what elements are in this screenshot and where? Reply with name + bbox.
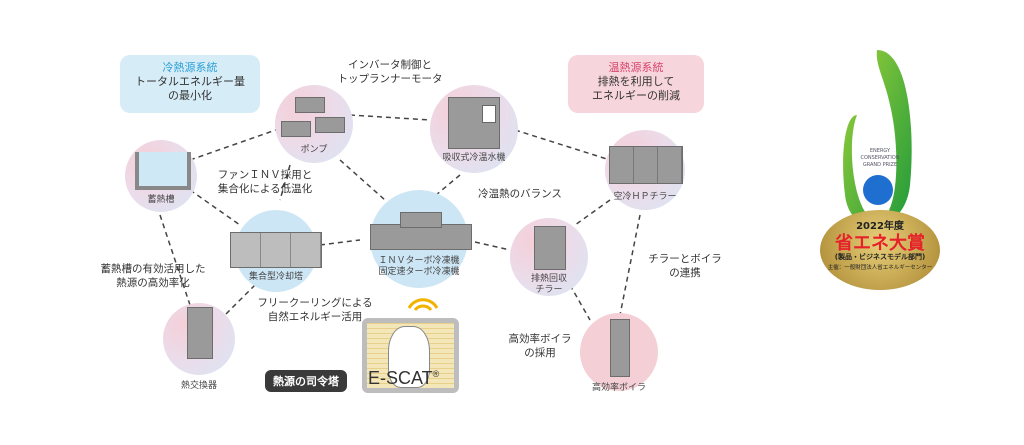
- node-pump: ポンプ: [275, 85, 353, 163]
- annotation-boiler-line1: 高効率ボイラ: [508, 333, 572, 345]
- node-boiler: 高効率ボイラ: [580, 313, 658, 393]
- boiler-icon: [610, 319, 630, 377]
- annotation-chiller-boiler: チラーとボイラ の連携: [640, 252, 730, 280]
- node-heat-recovery-label-1: 排熱回収: [530, 274, 567, 284]
- escat-panel: E-SCAT®: [362, 318, 459, 393]
- heat-recovery-chiller-icon: [534, 226, 566, 270]
- turbo-compressor-icon: [400, 212, 442, 228]
- annotation-chiller-boiler-line2: の連携: [669, 267, 701, 279]
- award-category: (製品・ビジネスモデル部門): [834, 253, 926, 261]
- pump-icon: [281, 121, 311, 137]
- escat-cat-mascot: [388, 326, 430, 388]
- link-storage-hx: [159, 214, 191, 306]
- annotation-chiller-boiler-line1: チラーとボイラ: [648, 253, 722, 265]
- cold-system-title: 冷熱源系統: [162, 61, 218, 74]
- node-cooling-tower: 集合型冷却塔: [230, 210, 322, 292]
- command-center-label: 熱源の司令塔: [265, 370, 347, 392]
- award-flame-icon: [843, 50, 912, 226]
- escat-product-name: E-SCAT®: [368, 368, 439, 389]
- registered-mark: ®: [432, 369, 440, 379]
- node-heat-recovery-label-2: チラー: [535, 285, 563, 295]
- annotation-inverter-line1: インバータ制御と: [348, 59, 432, 71]
- link-pump-absorption: [349, 114, 431, 121]
- annotation-freecool-line1: フリークーリングによる: [257, 297, 373, 309]
- annotation-storage: 蓄熱槽の有効活用した 熱源の高効率化: [88, 262, 218, 290]
- annotation-freecool-line2: 自然エネルギー活用: [267, 311, 363, 323]
- node-storage-tank-label: 蓄熱槽: [147, 195, 175, 205]
- cold-system-box: 冷熱源系統 トータルエネルギー量 の最小化: [120, 55, 260, 113]
- hot-system-line2: エネルギーの削減: [592, 89, 680, 102]
- pump-icon: [295, 97, 325, 113]
- pump-icon: [315, 117, 345, 133]
- node-heat-exchanger: 熱交換器: [163, 303, 235, 391]
- link-absorption-turbo: [429, 174, 461, 201]
- node-turbo-chiller: ＩＮＶターボ冷凍機 固定速ターボ冷凍機: [370, 190, 472, 288]
- link-tower-turbo: [319, 239, 361, 246]
- award-logo-text-1: ENERGY: [869, 148, 891, 154]
- annotation-freecool: フリークーリングによる 自然エネルギー活用: [250, 296, 380, 324]
- cold-system-line1: トータルエネルギー量: [135, 75, 245, 88]
- annotation-fan-line2: 集合化による低温化: [217, 183, 313, 195]
- award-title: 省エネ大賞: [835, 233, 925, 254]
- award-host: 主催：一般財団法人省エネルギーセンター: [827, 265, 933, 271]
- link-airhp-boiler: [619, 214, 641, 316]
- node-absorption-label: 吸収式冷温水機: [442, 153, 506, 163]
- award-year: 2022年度: [856, 221, 904, 232]
- link-pump-turbo: [339, 159, 386, 201]
- annotation-inverter-line2: トップランナーモータ: [337, 73, 443, 85]
- link-absorption-airhp: [514, 129, 611, 161]
- air-hp-chiller-icon: [609, 146, 683, 184]
- absorption-panel: [482, 105, 496, 123]
- node-boiler-label: 高効率ボイラ: [591, 383, 646, 393]
- escat-name: E-SCAT: [368, 368, 433, 388]
- storage-tank-icon: [135, 152, 191, 190]
- node-heat-recovery-chiller: 排熱回収 チラー: [510, 218, 588, 296]
- node-pump-label: ポンプ: [300, 145, 328, 155]
- link-airhp-heatrec: [574, 199, 611, 226]
- hot-system-line1: 排熱を利用して: [597, 75, 675, 88]
- award-medal: [820, 210, 940, 290]
- cooling-tower-icon: [230, 232, 322, 268]
- annotation-fan-line1: ファンＩＮＶ採用と: [217, 169, 313, 181]
- award-logo-text: ENERGY CONSERVATION GRAND PRIZE: [840, 148, 920, 169]
- link-tower-hx: [224, 284, 256, 316]
- heat-exchanger-icon: [187, 307, 213, 359]
- hot-system-title: 温熱源系統: [608, 61, 664, 74]
- node-turbo-label-2: 固定速ターボ冷凍機: [378, 267, 460, 277]
- wifi-signal-icon: [407, 298, 439, 312]
- node-heat-exchanger-label: 熱交換器: [180, 381, 217, 391]
- node-storage-tank: 蓄熱槽: [125, 140, 197, 212]
- annotation-storage-line1: 蓄熱槽の有効活用した: [100, 263, 206, 275]
- node-turbo-label-1: ＩＮＶターボ冷凍機: [378, 256, 460, 266]
- award-logo: ENERGY CONSERVATION GRAND PRIZE 2022年度 省…: [815, 45, 945, 300]
- annotation-boiler: 高効率ボイラ の採用: [500, 332, 580, 360]
- link-pump-tower: [279, 164, 291, 201]
- link-storage-tower: [189, 189, 241, 226]
- annotation-fan: ファンＩＮＶ採用と 集合化による低温化: [210, 168, 320, 196]
- node-absorption: 吸収式冷温水機: [430, 85, 518, 173]
- annotation-boiler-line2: の採用: [524, 347, 556, 359]
- node-air-hp-chiller-label: 空冷ＨＰチラー: [613, 192, 677, 202]
- cold-system-line2: の最小化: [168, 89, 212, 102]
- annotation-balance: 冷温熱のバランス: [470, 187, 570, 201]
- link-turbo-heatrec: [474, 241, 511, 251]
- annotation-storage-line2: 熱源の高効率化: [116, 277, 190, 289]
- node-air-hp-chiller: 空冷ＨＰチラー: [605, 130, 685, 210]
- annotation-inverter: インバータ制御と トップランナーモータ: [330, 58, 450, 86]
- annotation-balance-line1: 冷温熱のバランス: [478, 188, 562, 200]
- hot-system-box: 温熱源系統 排熱を利用して エネルギーの削減: [568, 55, 704, 113]
- award-logo-text-3: GRAND PRIZE: [862, 162, 898, 168]
- link-heatrec-boiler: [569, 284, 591, 321]
- node-cooling-tower-label: 集合型冷却塔: [248, 272, 303, 282]
- award-logo-text-2: CONSERVATION: [860, 155, 900, 161]
